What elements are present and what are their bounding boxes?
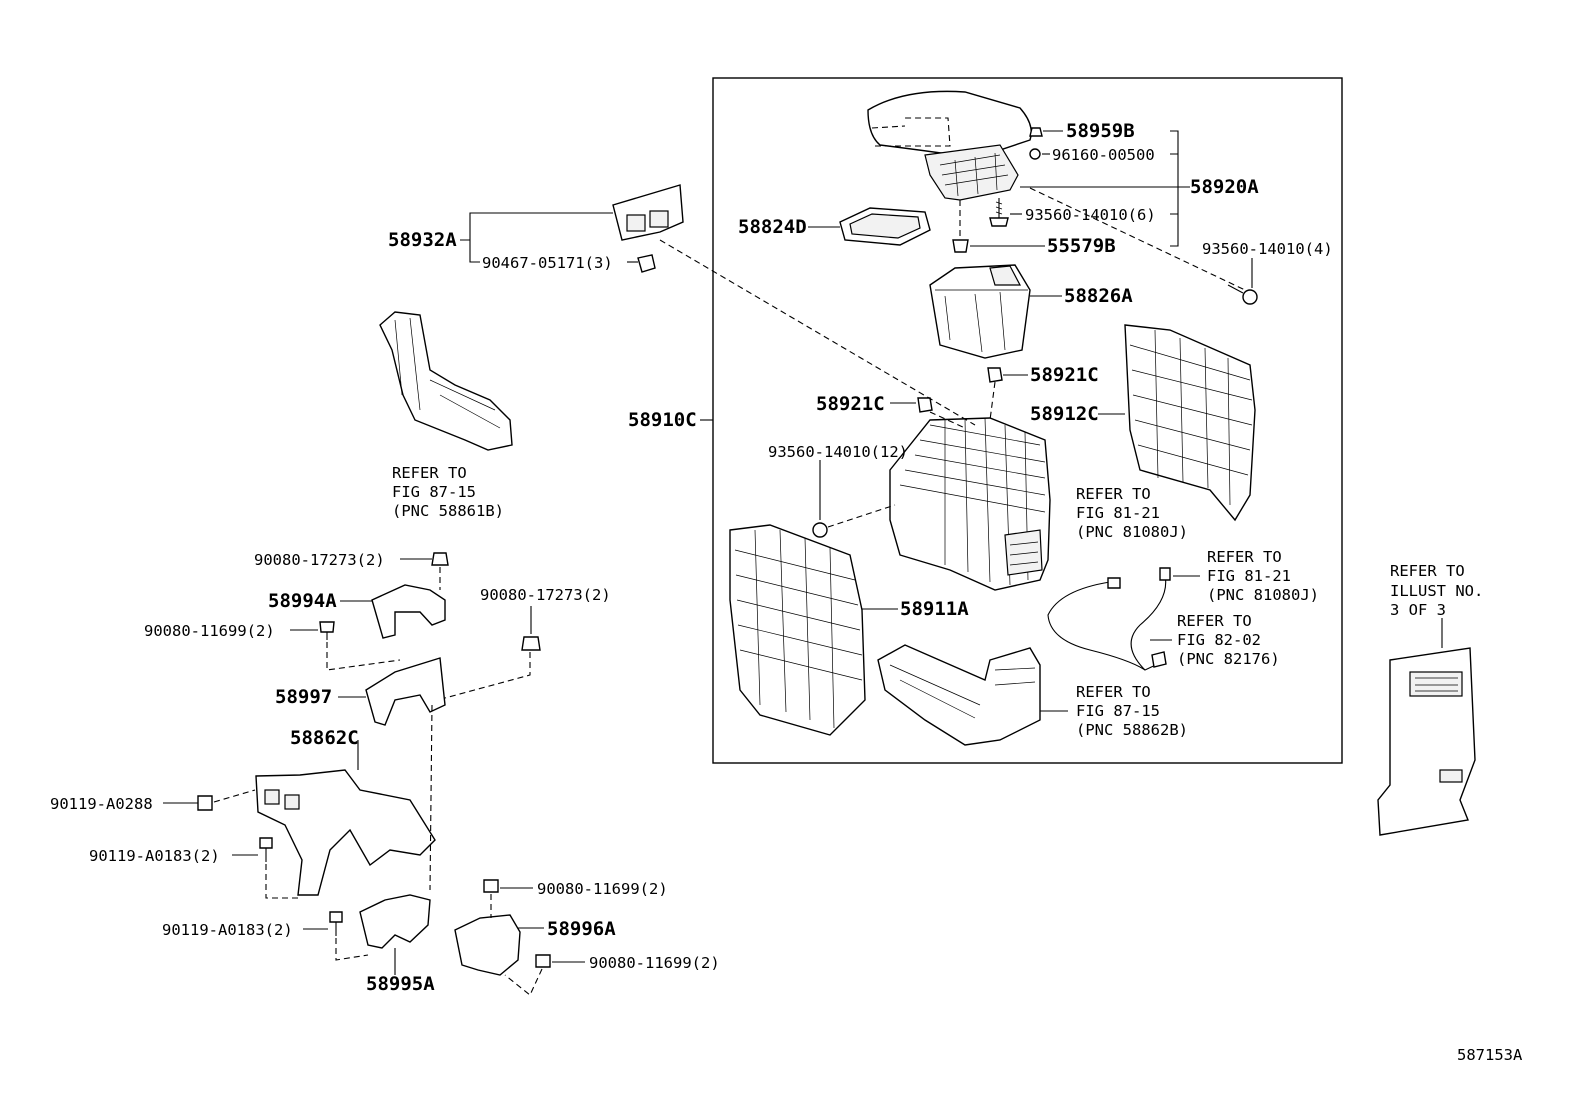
box-58826A-drawing: [929, 264, 1031, 359]
refer-note-81-21-a: REFER TO FIG 81-21 (PNC 81080J): [1076, 485, 1188, 541]
clip-58921C-top-drawing: [987, 367, 1003, 383]
bracket-58994A-drawing: [371, 584, 446, 639]
label-96160-00500: 96160-00500: [1052, 146, 1155, 164]
svg-text:REFER TO: REFER TO: [1207, 548, 1282, 566]
bracket-58995A-drawing: [359, 894, 431, 949]
refer-note-81-21-b: REFER TO FIG 81-21 (PNC 81080J): [1207, 548, 1319, 604]
illustration-id: 587153A: [1457, 1046, 1523, 1064]
nut-90080-17273-a-drawing: [431, 552, 449, 566]
refer-note-illust-3-of-3: REFER TO ILLUST NO. 3 OF 3: [1390, 562, 1483, 619]
svg-text:REFER TO: REFER TO: [392, 464, 467, 482]
label-90467-05171-3: 90467-05171(3): [482, 254, 613, 272]
label-93560-14010-12: 93560-14010(12): [768, 443, 908, 461]
svg-text:REFER TO: REFER TO: [1076, 683, 1151, 701]
armrest-lid-drawing: [867, 90, 1032, 201]
wire-harness-drawing: [1047, 567, 1171, 671]
refer-note-82-02: REFER TO FIG 82-02 (PNC 82176): [1177, 612, 1280, 668]
side-panel-58912C-drawing: [1124, 324, 1256, 522]
svg-text:(PNC 81080J): (PNC 81080J): [1076, 523, 1188, 541]
svg-text:FIG 87-15: FIG 87-15: [1076, 702, 1160, 720]
label-58997: 58997: [275, 686, 332, 708]
label-58994A: 58994A: [268, 590, 337, 612]
clip-58959B-drawing: [1029, 127, 1043, 137]
svg-text:REFER TO: REFER TO: [1177, 612, 1252, 630]
label-58910C: 58910C: [628, 409, 697, 431]
label-58824D: 58824D: [738, 216, 807, 238]
label-90080-11699-a: 90080-11699(2): [144, 622, 275, 640]
svg-text:FIG 87-15: FIG 87-15: [392, 483, 476, 501]
svg-text:FIG 82-02: FIG 82-02: [1177, 631, 1261, 649]
refer-note-87-15-58862B: REFER TO FIG 87-15 (PNC 58862B): [1076, 683, 1188, 739]
clip-58921C-left-drawing: [917, 397, 933, 413]
bolt-90080-11699-b-drawing: [483, 879, 533, 918]
bolt-90080-11699-c-drawing: [504, 954, 585, 996]
label-58912C: 58912C: [1030, 403, 1099, 425]
label-55579B: 55579B: [1047, 235, 1116, 257]
bracket-58996A-drawing: [454, 914, 521, 976]
screw-93560-12-drawing: [812, 504, 896, 538]
label-58920A: 58920A: [1190, 176, 1259, 198]
screw-93560-6-drawing: [989, 198, 1009, 227]
tray-58824D-drawing: [839, 207, 931, 246]
label-90080-17273-a: 90080-17273(2): [254, 551, 385, 569]
label-58862C: 58862C: [290, 727, 359, 749]
label-58959B: 58959B: [1066, 120, 1135, 142]
bolt-90119-A0183-a-drawing: [232, 837, 298, 899]
label-58995A: 58995A: [366, 973, 435, 995]
label-58921C-top: 58921C: [1030, 364, 1099, 386]
trim-58932A-drawing: [612, 184, 684, 241]
label-90080-17273-b: 90080-17273(2): [480, 586, 611, 604]
label-58932A: 58932A: [388, 229, 457, 251]
svg-text:FIG 81-21: FIG 81-21: [1076, 504, 1160, 522]
side-panel-58911A-drawing: [729, 524, 866, 736]
svg-text:(PNC 58862B): (PNC 58862B): [1076, 721, 1188, 739]
label-58911A: 58911A: [900, 598, 969, 620]
clip-55579B-drawing: [952, 239, 969, 253]
svg-text:(PNC 58861B): (PNC 58861B): [392, 502, 504, 520]
bolt-90119-A0183-b-drawing: [303, 911, 369, 961]
svg-text:(PNC 82176): (PNC 82176): [1177, 650, 1280, 668]
svg-text:ILLUST NO.: ILLUST NO.: [1390, 582, 1483, 600]
svg-text:FIG 81-21: FIG 81-21: [1207, 567, 1291, 585]
label-90080-11699-b: 90080-11699(2): [537, 880, 668, 898]
clip-90467-drawing: [627, 254, 656, 273]
bracket-58997-drawing: [365, 657, 446, 726]
label-93560-14010-4: 93560-14010(4): [1202, 240, 1333, 258]
duct-58861B-drawing: [379, 311, 513, 451]
duct-58862B-drawing: [877, 644, 1041, 746]
label-58996A: 58996A: [547, 918, 616, 940]
svg-text:(PNC 81080J): (PNC 81080J): [1207, 586, 1319, 604]
nut-90080-17273-b-drawing: [521, 636, 541, 651]
washer-drawing: [1029, 148, 1041, 160]
label-90080-11699-c: 90080-11699(2): [589, 954, 720, 972]
refer-note-87-15-58861B: REFER TO FIG 87-15 (PNC 58861B): [392, 464, 504, 520]
label-90119-A0288: 90119-A0288: [50, 795, 153, 813]
console-body-58910C-drawing: [889, 417, 1051, 591]
rear-panel-drawing: [1377, 647, 1476, 836]
label-93560-14010-6: 93560-14010(6): [1025, 206, 1156, 224]
bracket-58862C-drawing: [255, 769, 436, 896]
label-90119-A0183-b: 90119-A0183(2): [162, 921, 293, 939]
label-58826A: 58826A: [1064, 285, 1133, 307]
svg-text:REFER TO: REFER TO: [1390, 562, 1465, 580]
bolt-90119-A0288-drawing: [163, 789, 256, 811]
bolt-90080-11699-a-drawing: [319, 621, 335, 640]
svg-text:REFER TO: REFER TO: [1076, 485, 1151, 503]
label-90119-A0183-a: 90119-A0183(2): [89, 847, 220, 865]
svg-text:3 OF 3: 3 OF 3: [1390, 601, 1446, 619]
screw-93560-4-drawing: [1227, 284, 1258, 305]
label-58921C-left: 58921C: [816, 393, 885, 415]
